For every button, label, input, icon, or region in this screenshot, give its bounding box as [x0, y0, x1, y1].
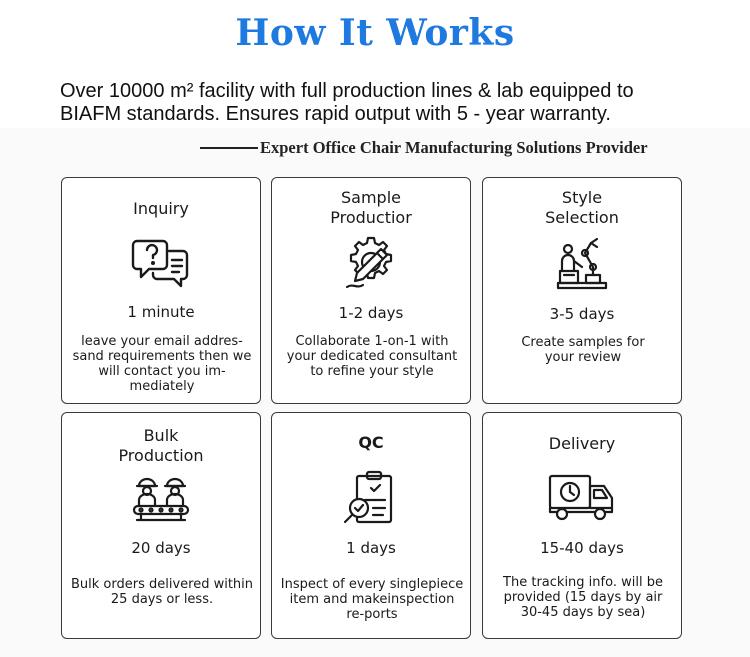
step-card-sample-production: Sample Productior 1-2 days Collaborate 1… [271, 177, 471, 404]
step-title: Bulk Production [118, 426, 204, 465]
step-duration: 20 days [131, 539, 191, 557]
step-title: Sample Productior [330, 188, 412, 227]
step-duration: 1 minute [127, 303, 195, 321]
step-duration: 1-2 days [338, 304, 404, 322]
step-description: Create samples for your review [521, 335, 645, 365]
step-duration: 1 days [346, 539, 396, 557]
step-card-qc: QC 1 days Inspect of every singlepiece i… [271, 412, 471, 639]
tagline-text: Expert Office Chair Manufacturing Soluti… [260, 138, 648, 157]
step-description: Bulk orders delivered within 25 days or … [70, 577, 254, 607]
step-title: Delivery [548, 434, 616, 453]
gear-pencil-icon [341, 235, 401, 291]
page-title: How It Works [235, 12, 515, 54]
step-card-bulk-production: Bulk Production 20 days Bulk orde [61, 412, 261, 639]
step-card-inquiry: Inquiry 1 minute leave your email addres… [61, 177, 261, 404]
workers-conveyor-icon [131, 470, 191, 526]
tagline-dash [200, 147, 258, 149]
clipboard-magnifier-icon [341, 470, 401, 526]
tagline: Expert Office Chair Manufacturing Soluti… [200, 138, 700, 158]
step-title: Style Selection [545, 188, 619, 227]
intro-text: Over 10000 m² facility with full product… [60, 80, 634, 125]
step-card-delivery: Delivery 15-40 days The tracking info. w… [482, 412, 682, 639]
step-card-style-selection: Style Selection 3-5 days Create samples … [482, 177, 682, 404]
step-description: Inspect of every singlepiece item and ma… [280, 577, 464, 622]
step-duration: 15-40 days [540, 539, 624, 557]
robot-arm-icon [552, 235, 612, 291]
step-title: Inquiry [133, 199, 189, 218]
delivery-truck-icon [546, 470, 618, 526]
step-description: leave your email addres-sand requirement… [72, 334, 252, 394]
chat-bubbles-icon [131, 235, 191, 291]
step-description: The tracking info. will be provided (15 … [503, 575, 663, 620]
step-duration: 3-5 days [549, 305, 615, 323]
step-description: Collaborate 1-on-1 with your dedicated c… [286, 334, 458, 379]
step-title: QC [358, 433, 384, 452]
